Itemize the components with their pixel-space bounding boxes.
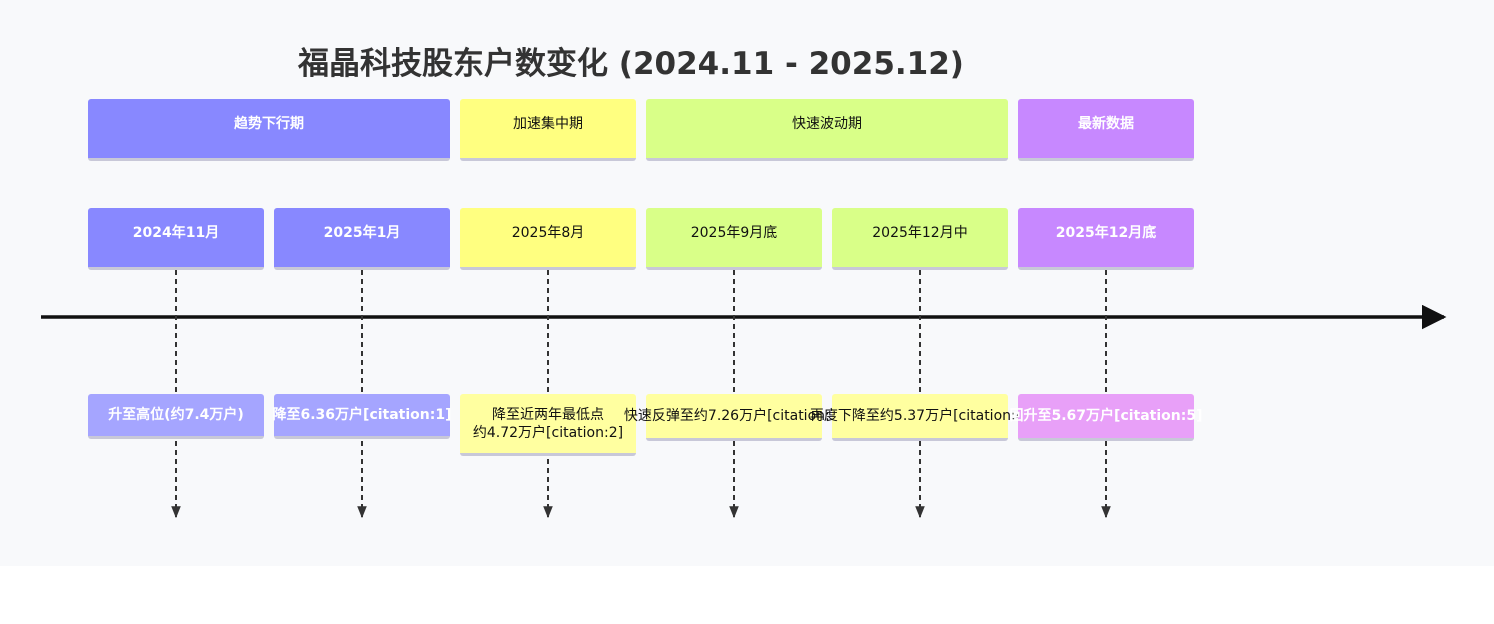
date-box-2025-12-end: 2025年12月底 <box>1018 208 1194 270</box>
event-box-2025-12-end: 回升至5.67万户[citation:5] <box>1010 394 1203 441</box>
event-label: 降至6.36万户[citation:1] <box>272 407 452 423</box>
event-box-2025-09-end: 快速反弹至约7.26万户[citation:3] <box>624 394 844 441</box>
event-box-2024-11: 升至高位(约7.4万户) <box>88 394 264 439</box>
event-box-2025-08: 降至近两年最低点 约4.72万户[citation:2] <box>460 394 636 456</box>
period-box-latest: 最新数据 <box>1018 99 1194 161</box>
event-box-2025-12-mid: 再度下降至约5.37万户[citation:4] <box>810 394 1030 441</box>
period-box-trend-down: 趋势下行期 <box>88 99 450 161</box>
event-label: 升至高位(约7.4万户) <box>108 407 244 423</box>
event-box-2025-01: 降至6.36万户[citation:1] <box>272 394 452 439</box>
event-label: 降至近两年最低点 约4.72万户[citation:2] <box>472 406 624 441</box>
date-box-2024-11: 2024年11月 <box>88 208 264 270</box>
date-box-2025-12-mid: 2025年12月中 <box>832 208 1008 270</box>
period-box-accelerate: 加速集中期 <box>460 99 636 161</box>
date-box-2025-01: 2025年1月 <box>274 208 450 270</box>
event-label: 再度下降至约5.37万户[citation:4] <box>809 408 1031 424</box>
period-box-fluctuate: 快速波动期 <box>646 99 1008 161</box>
diagram-title: 福晶科技股东户数变化 (2024.11 - 2025.12) <box>298 46 964 82</box>
diagram-background <box>0 0 1494 566</box>
event-label: 回升至5.67万户[citation:5] <box>1009 408 1203 424</box>
date-box-2025-09-end: 2025年9月底 <box>646 208 822 270</box>
event-label: 快速反弹至约7.26万户[citation:3] <box>623 408 845 424</box>
date-box-2025-08: 2025年8月 <box>460 208 636 270</box>
